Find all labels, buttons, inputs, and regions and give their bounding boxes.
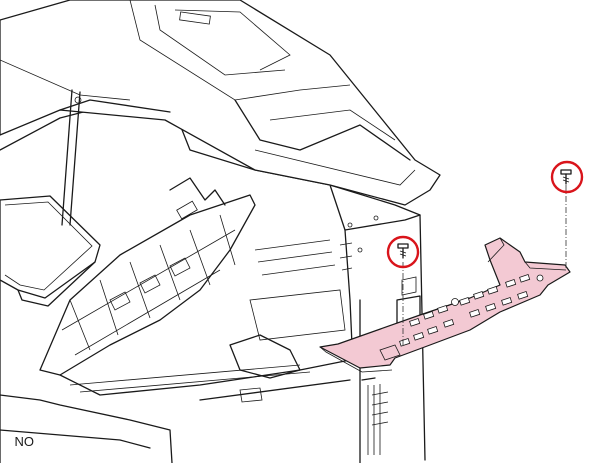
support-stay: [61, 89, 82, 226]
inner-guide-unit: [39, 177, 256, 376]
screw-highlight-circle-left: [386, 235, 420, 269]
body-label: ON: [15, 434, 35, 449]
bracket-plate: [319, 237, 571, 373]
screw-right: [560, 169, 572, 268]
scanner-unit: [0, 0, 441, 206]
operation-panel: [0, 195, 101, 307]
screw-highlight-circle-right: [550, 160, 584, 194]
screw-left: [397, 243, 409, 345]
paper-feed-area: [59, 239, 351, 403]
